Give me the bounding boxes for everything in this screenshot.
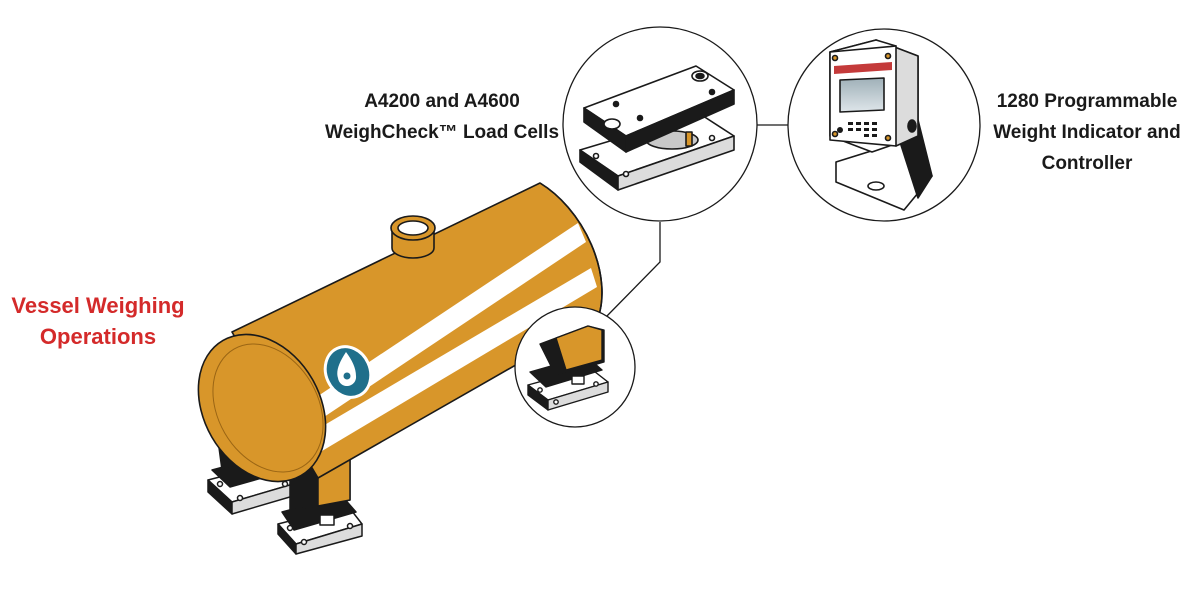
vessel-stripe-upper <box>312 223 586 421</box>
vessel-nozzle <box>390 215 436 259</box>
load-cells-label-line-2: WeighCheck™ Load Cells <box>324 122 560 143</box>
connector-loadcell-detail <box>604 222 661 319</box>
vessel <box>197 182 603 483</box>
indicator-label-line-2: Weight Indicator and <box>993 122 1181 143</box>
load-cells-label-line-1: A4200 and A4600 <box>364 91 520 112</box>
droplet-icon <box>323 345 373 399</box>
indicator-label-line-3: Controller <box>1041 153 1133 174</box>
page-title: Vessel Weighing Operations <box>0 290 196 352</box>
indicator-callout-label: 1280 Programmable Weight Indicator and C… <box>982 86 1192 179</box>
indicator-label-line-1: 1280 Programmable <box>996 91 1178 112</box>
vessel-stripe-lower <box>316 268 597 451</box>
load-cells-callout-label: A4200 and A4600 WeighCheck™ Load Cells <box>322 86 562 148</box>
connector-lines <box>604 124 790 319</box>
detail-circle-indicator <box>787 28 981 222</box>
title-line-1: Vessel Weighing <box>11 293 185 318</box>
detail-circle-rear-support <box>514 306 636 428</box>
title-line-2: Operations <box>39 324 157 349</box>
detail-circle-load-cell <box>562 26 758 222</box>
load-cell-front-right <box>277 459 363 555</box>
